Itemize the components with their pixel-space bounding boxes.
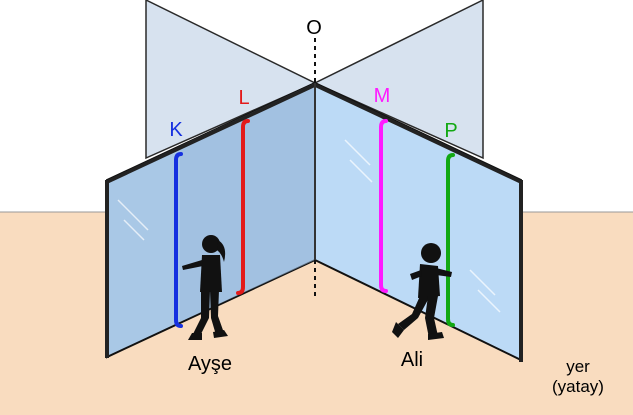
bracket-K	[174, 152, 183, 328]
bracket-L	[236, 119, 250, 295]
label-L: L	[238, 87, 249, 109]
label-P: P	[444, 120, 457, 142]
label-O: O	[306, 17, 322, 39]
right-mirror-shine	[469, 269, 496, 296]
right-mirror-shine	[344, 139, 371, 166]
left-mirror-shine	[123, 219, 145, 241]
back-mirror-left	[145, 0, 317, 160]
label-K: K	[169, 119, 183, 141]
label-yer: yer	[566, 357, 590, 376]
bracket-M	[379, 119, 388, 293]
label-yatay: (yatay)	[552, 377, 604, 396]
right-mirror-shine	[349, 159, 373, 183]
back-mirror-right	[313, 0, 484, 160]
left-mirror-outer-edge	[105, 180, 109, 358]
right-mirror-top-edge	[315, 83, 521, 184]
right-mirror-outer-edge	[519, 180, 523, 362]
ali-silhouette	[392, 243, 452, 340]
left-mirror-top-edge	[107, 83, 315, 184]
ayse-silhouette	[182, 235, 228, 340]
label-ali: Ali	[401, 349, 423, 371]
left-mirror-shine	[117, 199, 149, 231]
label-M: M	[374, 85, 391, 107]
label-ayse: Ayşe	[188, 353, 232, 375]
bracket-P	[446, 153, 455, 327]
right-mirror-shine	[477, 289, 501, 313]
